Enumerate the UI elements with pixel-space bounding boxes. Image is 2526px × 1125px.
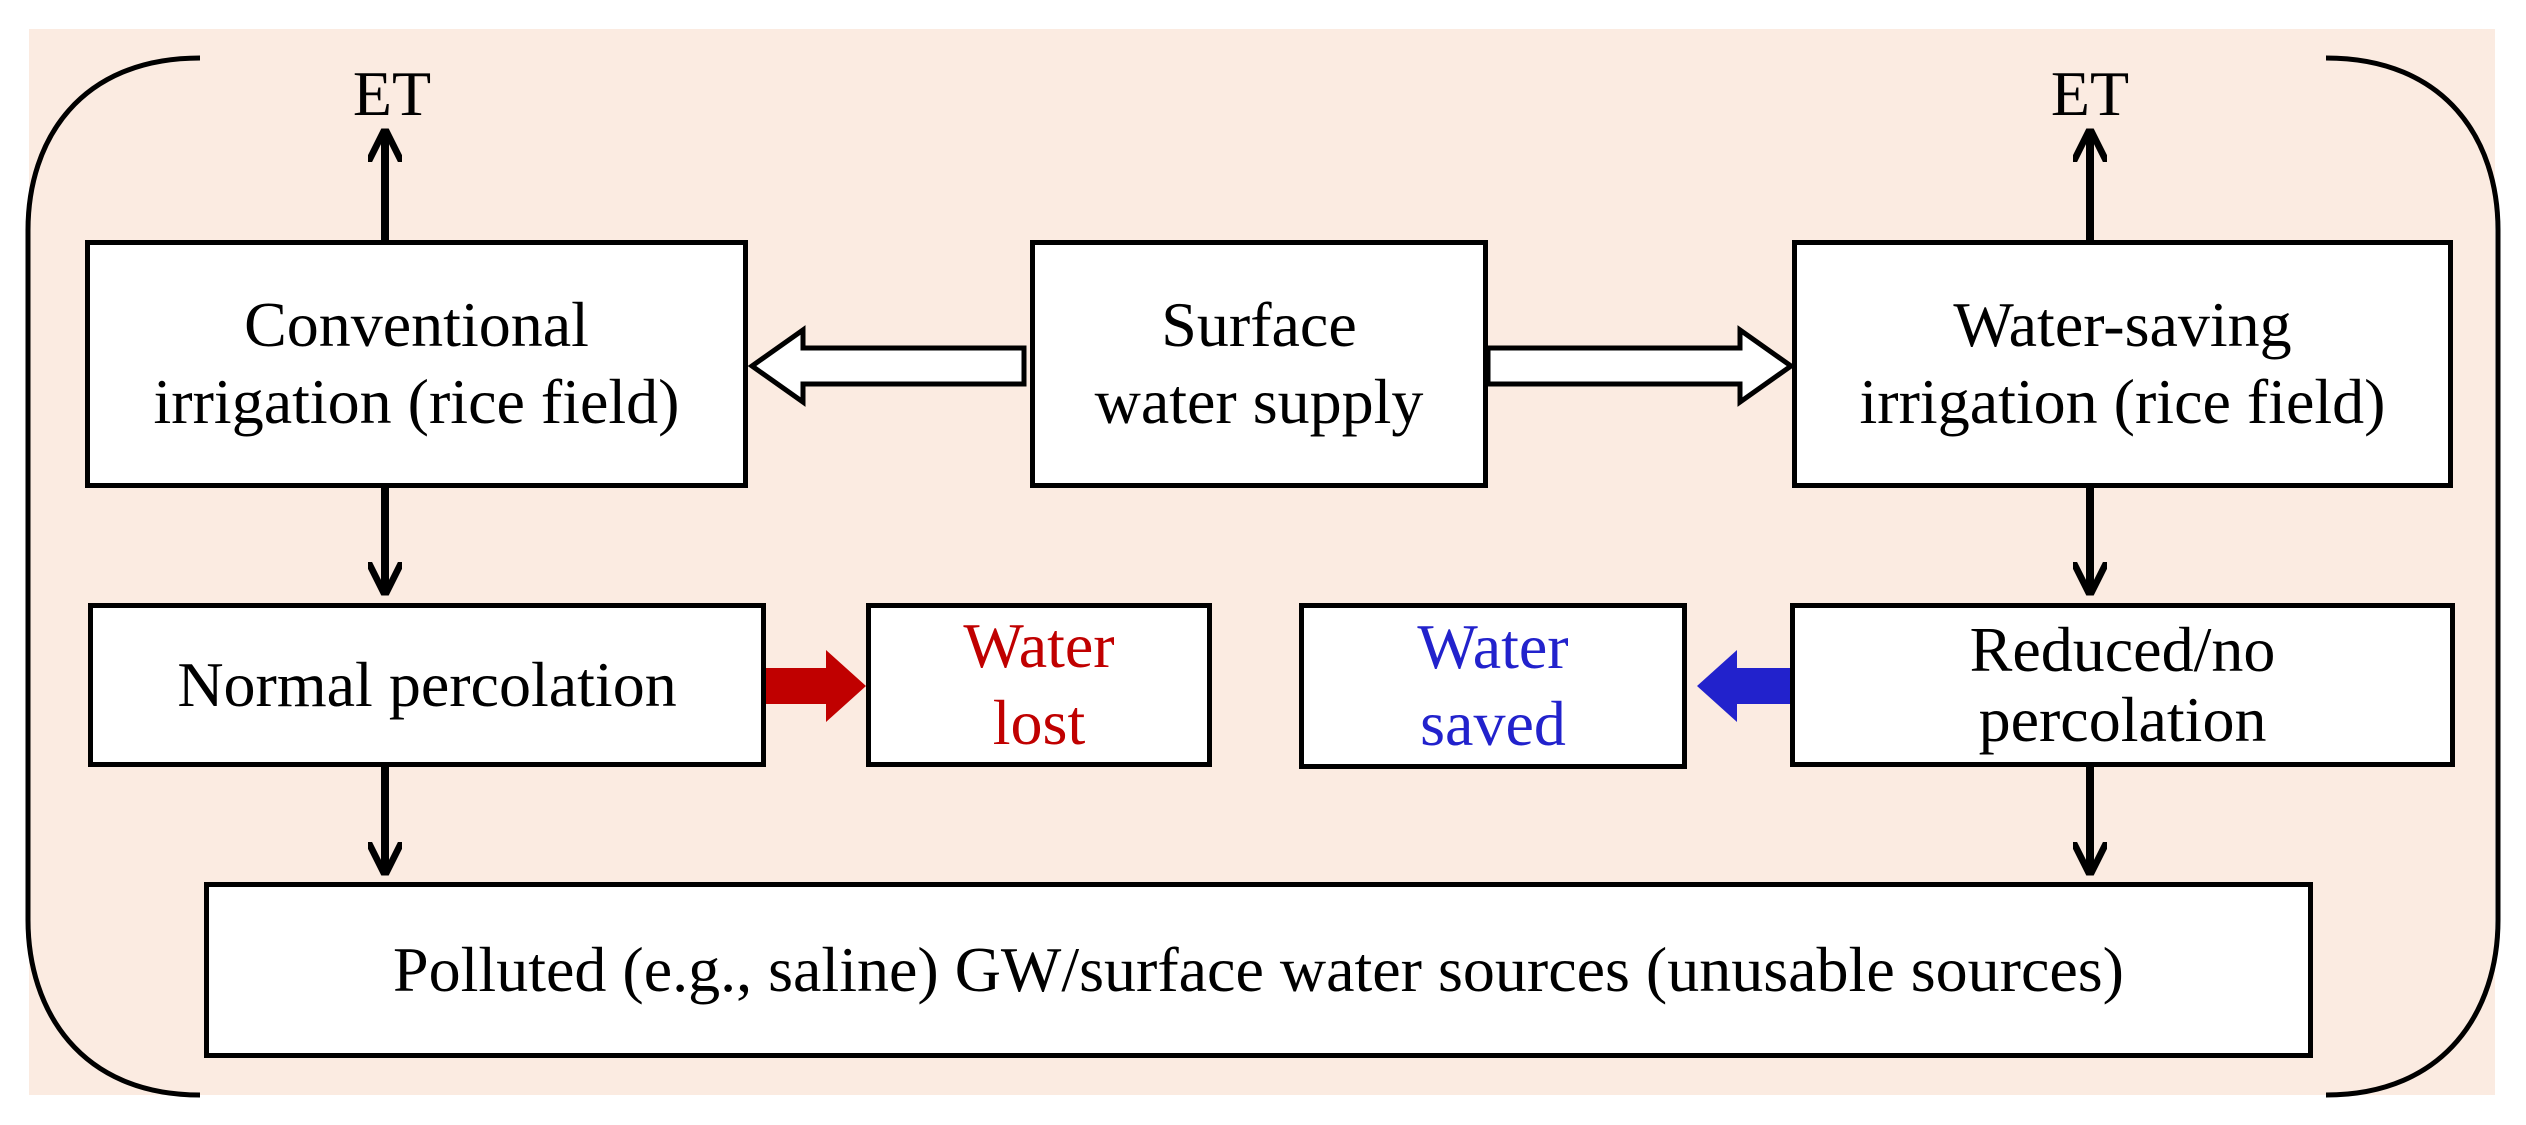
water-lost-box: Water lost [866,603,1212,767]
water-saving-line1: Water-saving [1953,289,2292,361]
conventional-irrigation-box: Conventional irrigation (rice field) [85,240,748,488]
et-label-left: ET [352,58,432,129]
water-saved-line2: saved [1420,688,1566,759]
conventional-line2: irrigation (rice field) [153,366,680,437]
reduced-percolation-line2: percolation [1978,684,2267,755]
conventional-line1: Conventional [244,289,589,361]
hollow-arrow-to-conventional [747,325,1027,407]
right-bracket [2325,55,2501,1098]
surface-water-supply-box: Surface water supply [1030,240,1488,488]
polluted-sources-text: Polluted (e.g., saline) GW/surface water… [393,933,2124,1005]
water-saving-irrigation-box: Water-saving irrigation (rice field) [1792,240,2453,488]
normal-percolation-text: Normal percolation [177,648,677,720]
polluted-sources-box: Polluted (e.g., saline) GW/surface water… [204,882,2313,1058]
blue-arrow-to-water-saved [1697,650,1790,722]
et-label-right: ET [2050,58,2130,129]
water-lost-line2: lost [992,687,1086,758]
water-saved-box: Water saved [1299,603,1687,769]
normal-percolation-box: Normal percolation [88,603,766,767]
surface-supply-line2: water supply [1094,366,1424,437]
water-saved-line1: Water [1417,611,1569,683]
left-bracket [25,55,201,1098]
red-arrow-to-water-lost [766,650,866,722]
reduced-percolation-line1: Reduced/no [1969,613,2276,685]
surface-supply-line1: Surface [1161,289,1357,361]
hollow-arrow-to-water-saving [1485,325,1796,407]
water-saving-line2: irrigation (rice field) [1859,366,2386,437]
water-lost-line1: Water [963,610,1115,682]
reduced-percolation-box: Reduced/no percolation [1790,603,2455,767]
